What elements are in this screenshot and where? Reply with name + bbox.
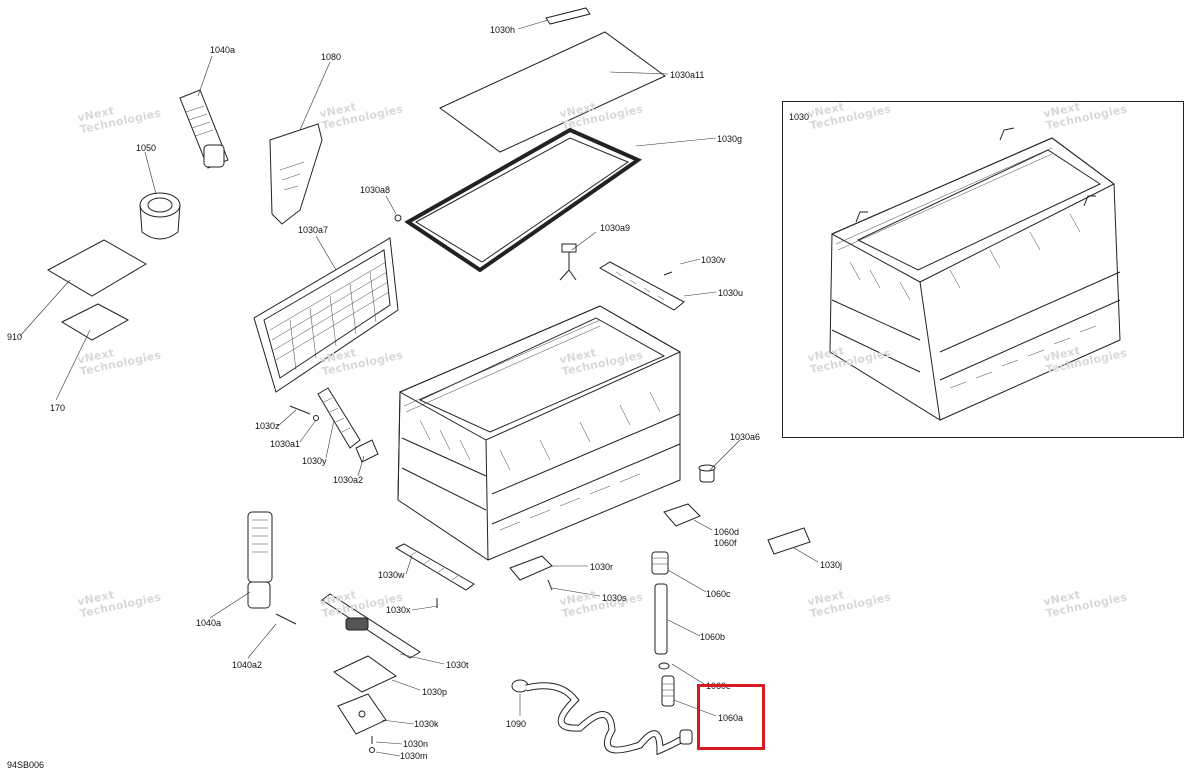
callout-1050: 1050 bbox=[136, 143, 157, 153]
part-1030z bbox=[289, 405, 311, 415]
callout-1030j: 1030j bbox=[820, 560, 843, 570]
part-1030p bbox=[333, 655, 397, 693]
part-1060b bbox=[654, 583, 668, 655]
callout-1030z: 1030z bbox=[255, 421, 280, 431]
inset-box: 1030 bbox=[782, 101, 1184, 438]
callout-1030p: 1030p bbox=[422, 687, 448, 697]
callout-910: 910 bbox=[7, 332, 23, 342]
part-1030a9 bbox=[559, 243, 577, 281]
callout-1060f: 1060f bbox=[714, 538, 737, 548]
part-1090 bbox=[511, 679, 693, 756]
callout-1040a2: 1040a2 bbox=[232, 660, 263, 670]
callout-1060b: 1060b bbox=[700, 632, 726, 642]
callout-1030a2: 1030a2 bbox=[333, 475, 364, 485]
part-1030a8 bbox=[394, 214, 402, 222]
part-1030g bbox=[404, 127, 643, 273]
part-1060c bbox=[651, 551, 669, 575]
callout-1060a: 1060a bbox=[718, 713, 744, 723]
part-1040a-bottom bbox=[247, 511, 273, 609]
callout-1030a11: 1030a11 bbox=[670, 70, 705, 80]
highlight-box bbox=[697, 684, 765, 750]
part-1030r bbox=[509, 555, 553, 581]
callout-1030r: 1030r bbox=[590, 562, 614, 572]
callout-1040a-bottom: 1040a bbox=[196, 618, 222, 628]
callout-1060c: 1060c bbox=[706, 589, 731, 599]
callout-1040a-top: 1040a bbox=[210, 45, 236, 55]
callout-1030u: 1030u bbox=[718, 288, 744, 298]
callout-1030s: 1030s bbox=[602, 593, 627, 603]
callout-170: 170 bbox=[50, 403, 66, 413]
part-1030a2 bbox=[355, 439, 379, 463]
part-1030k bbox=[337, 693, 387, 735]
callout-1030k: 1030k bbox=[414, 719, 439, 729]
callout-1080: 1080 bbox=[321, 52, 342, 62]
callout-1030a6: 1030a6 bbox=[730, 432, 761, 442]
callout-1030t: 1030t bbox=[446, 660, 469, 670]
callout-1030y: 1030y bbox=[302, 456, 327, 466]
part-1050 bbox=[139, 192, 181, 240]
part-1060d bbox=[663, 503, 701, 527]
callout-1090: 1090 bbox=[506, 719, 527, 729]
part-1060a bbox=[661, 675, 675, 707]
callout-1030m: 1030m bbox=[400, 751, 428, 761]
part-1030j bbox=[767, 527, 811, 555]
part-1060e bbox=[658, 662, 670, 670]
part-1030u bbox=[599, 261, 685, 311]
callout-1030g: 1030g bbox=[717, 134, 743, 144]
diagram-code: 94SB006 bbox=[7, 760, 45, 770]
part-1030h bbox=[545, 7, 591, 25]
callout-1030a8: 1030a8 bbox=[360, 185, 391, 195]
part-1030a7 bbox=[253, 237, 399, 393]
part-1030a11 bbox=[439, 31, 666, 153]
callout-1030h: 1030h bbox=[490, 25, 516, 35]
leader-lines bbox=[19, 19, 819, 757]
part-1030w bbox=[394, 543, 475, 591]
part-main-box bbox=[397, 305, 682, 561]
part-1040a2 bbox=[275, 613, 297, 625]
part-1030v bbox=[663, 271, 673, 276]
part-1040a-top bbox=[179, 89, 229, 169]
part-170 bbox=[60, 303, 130, 341]
callout-1030a1: 1030a1 bbox=[270, 439, 301, 449]
part-1030a6 bbox=[698, 464, 716, 483]
inset-label: 1030 bbox=[789, 112, 810, 122]
callout-1030a9: 1030a9 bbox=[600, 223, 631, 233]
part-910 bbox=[46, 239, 147, 297]
callout-1030w: 1030w bbox=[378, 570, 405, 580]
callout-1030a7: 1030a7 bbox=[298, 225, 329, 235]
part-1030t bbox=[321, 593, 421, 659]
callout-1030n: 1030n bbox=[403, 739, 429, 749]
callout-1030x: 1030x bbox=[386, 605, 411, 615]
part-1080 bbox=[269, 123, 323, 225]
inset-box-drawing bbox=[829, 127, 1121, 421]
part-1030m bbox=[369, 747, 375, 753]
part-1030y bbox=[317, 387, 361, 449]
part-1030a1 bbox=[313, 415, 319, 421]
callout-1060d: 1060d bbox=[714, 527, 740, 537]
part-1030s bbox=[547, 579, 553, 591]
callout-1030v: 1030v bbox=[701, 255, 726, 265]
part-1030g-inner bbox=[414, 137, 630, 263]
